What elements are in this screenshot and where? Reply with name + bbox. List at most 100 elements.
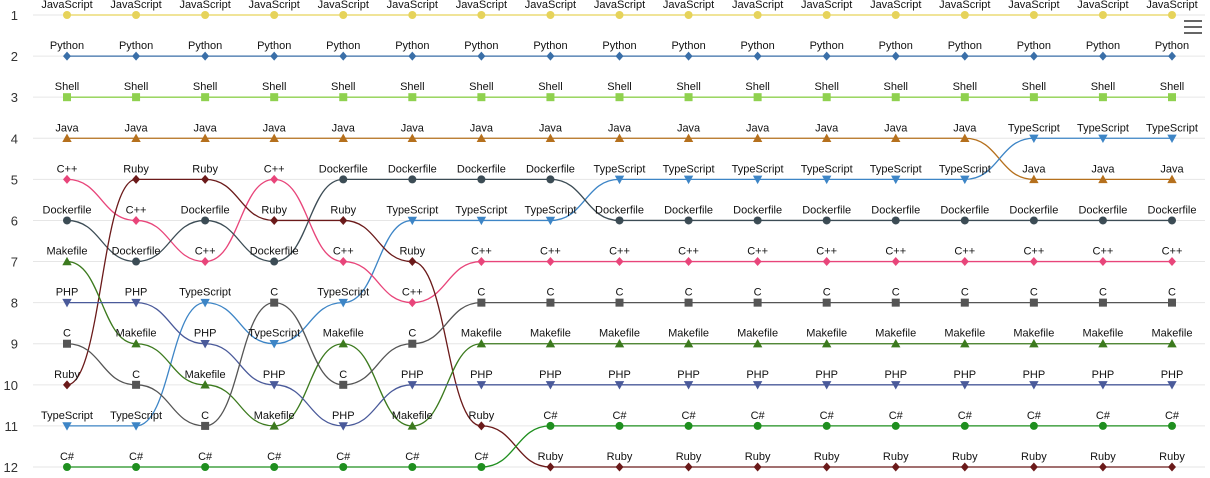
data-label-dockerfile: Dockerfile — [1009, 204, 1058, 216]
data-label-makefile: Makefile — [323, 328, 364, 340]
point-shell — [891, 93, 900, 102]
data-label-dockerfile: Dockerfile — [1148, 204, 1197, 216]
point-php — [752, 381, 763, 390]
series-line-cpp — [66, 178, 1172, 304]
data-label-java: Java — [953, 122, 977, 134]
point-python — [339, 51, 348, 61]
point-csharp — [891, 421, 900, 430]
chart-menu-icon[interactable] — [1184, 20, 1202, 34]
data-label-shell: Shell — [193, 81, 217, 93]
point-makefile — [476, 339, 487, 348]
point-dockerfile — [201, 216, 210, 225]
point-dockerfile — [408, 175, 417, 184]
point-php — [200, 340, 210, 349]
point-typescript — [269, 340, 279, 349]
point-c — [753, 298, 762, 307]
data-label-cpp: C++ — [333, 246, 354, 258]
point-java — [614, 133, 625, 142]
point-php — [545, 381, 556, 390]
data-label-shell: Shell — [538, 81, 562, 93]
point-typescript — [62, 422, 72, 431]
data-label-c: C — [1030, 287, 1038, 299]
point-shell — [270, 93, 279, 102]
point-java — [476, 133, 487, 142]
y-tick-label: 11 — [5, 419, 19, 434]
data-label-dockerfile: Dockerfile — [112, 246, 161, 258]
point-javascript — [891, 11, 900, 19]
data-label-cpp: C++ — [678, 246, 699, 258]
data-label-shell: Shell — [262, 81, 286, 93]
point-javascript — [63, 11, 71, 19]
point-shell — [1098, 93, 1107, 102]
data-label-cpp: C++ — [1162, 246, 1183, 258]
data-label-php: PHP — [125, 287, 148, 299]
point-cpp — [132, 215, 141, 225]
y-tick-label: 5 — [11, 172, 18, 187]
point-typescript — [407, 216, 418, 226]
point-dockerfile — [615, 216, 624, 225]
data-label-csharp: C# — [474, 451, 489, 463]
data-label-dockerfile: Dockerfile — [940, 204, 989, 216]
point-java — [752, 133, 763, 142]
data-label-typescript: TypeScript — [594, 163, 646, 175]
point-cpp — [822, 257, 831, 267]
data-label-csharp: C# — [129, 451, 144, 463]
data-label-typescript: TypeScript — [663, 163, 715, 175]
data-label-python: Python — [602, 40, 636, 52]
point-dockerfile — [1098, 216, 1107, 225]
data-label-python: Python — [257, 40, 291, 52]
point-c — [1029, 298, 1038, 307]
data-label-ruby: Ruby — [607, 451, 633, 463]
data-label-javascript: JavaScript — [732, 0, 783, 11]
y-tick-label: 3 — [11, 90, 18, 105]
data-label-python: Python — [326, 40, 360, 52]
point-javascript — [684, 11, 693, 19]
point-makefile — [338, 339, 348, 348]
point-typescript — [1029, 134, 1039, 143]
data-label-python: Python — [395, 40, 429, 52]
point-csharp — [408, 463, 417, 471]
point-shell — [201, 93, 210, 102]
data-label-makefile: Makefile — [461, 328, 502, 340]
y-tick-label: 6 — [11, 213, 18, 228]
data-label-c: C — [685, 287, 693, 299]
data-label-dockerfile: Dockerfile — [181, 204, 230, 216]
data-label-javascript: JavaScript — [318, 0, 369, 11]
point-ruby — [201, 174, 210, 184]
point-makefile — [1029, 339, 1039, 348]
data-label-java: Java — [815, 122, 839, 134]
point-python — [1168, 51, 1176, 61]
point-csharp — [960, 421, 969, 430]
point-ruby — [1029, 462, 1038, 472]
data-label-typescript: TypeScript — [455, 204, 507, 216]
point-csharp — [201, 463, 210, 471]
point-makefile — [269, 421, 279, 430]
data-label-java: Java — [332, 122, 356, 134]
data-label-typescript: TypeScript — [524, 204, 576, 216]
point-dockerfile — [132, 257, 141, 266]
point-csharp — [1168, 421, 1176, 430]
point-python — [960, 51, 969, 61]
data-label-typescript: TypeScript — [1146, 122, 1198, 134]
point-python — [546, 51, 555, 61]
point-dockerfile — [960, 216, 969, 225]
data-label-python: Python — [188, 40, 222, 52]
point-javascript — [822, 11, 831, 19]
data-label-javascript: JavaScript — [41, 0, 92, 11]
data-label-typescript: TypeScript — [801, 163, 853, 175]
data-label-javascript: JavaScript — [387, 0, 438, 11]
point-cpp — [339, 257, 348, 267]
data-label-dockerfile: Dockerfile — [526, 163, 575, 175]
data-label-java: Java — [677, 122, 701, 134]
point-python — [63, 51, 71, 61]
data-label-c: C — [823, 287, 831, 299]
point-shell — [63, 93, 71, 102]
point-c — [1098, 298, 1107, 307]
data-label-javascript: JavaScript — [110, 0, 161, 11]
point-shell — [132, 93, 141, 102]
data-label-cpp: C++ — [264, 163, 285, 175]
point-makefile — [752, 339, 763, 348]
data-label-javascript: JavaScript — [456, 0, 507, 11]
point-php — [1029, 381, 1039, 390]
